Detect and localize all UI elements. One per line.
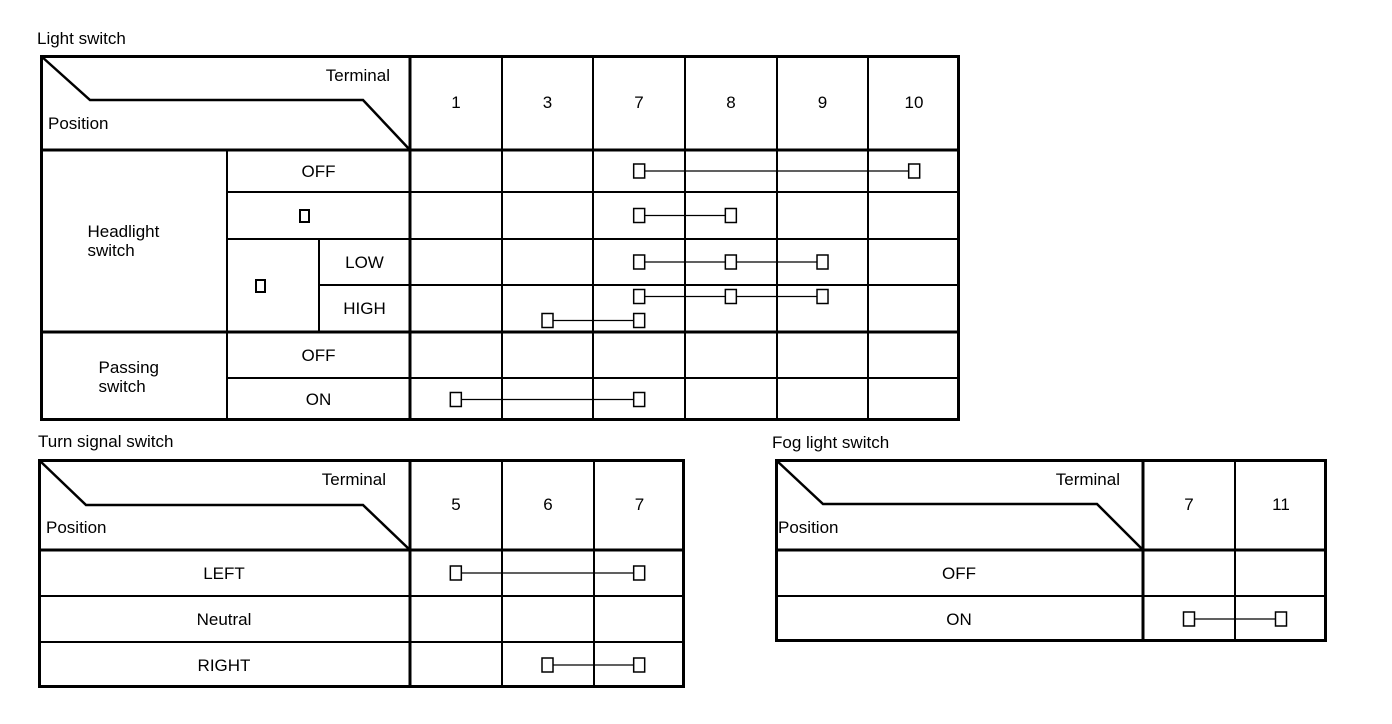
turn-signal-switch-table: Terminal Position 5 6 7 LEFT Neutral RIG…: [38, 459, 685, 688]
position-group-symbol: [227, 239, 319, 332]
terminal-column-header: 10: [904, 93, 924, 112]
terminal-connection-marker: [816, 254, 829, 270]
terminal-connection-marker: [632, 565, 646, 581]
position-label-right: RIGHT: [197, 655, 251, 675]
terminal-column-header: 11: [1272, 495, 1290, 514]
position-label-off: OFF: [942, 563, 976, 583]
turn-signal-grid-lines: [38, 459, 685, 688]
light-switch-title: Light switch: [37, 29, 126, 48]
corner-position-label: Position: [46, 518, 107, 537]
terminal-connection-marker: [632, 312, 646, 329]
corner-position-label: Position: [778, 518, 839, 537]
fog-light-switch-table: Terminal Position 7 11 OFF ON: [775, 459, 1327, 642]
terminal-connection-marker: [449, 391, 463, 408]
terminal-connection-marker: [632, 288, 646, 305]
terminal-column-header: 1: [451, 93, 461, 112]
turn-signal-switch-title: Turn signal switch: [38, 432, 174, 451]
header-diagonal-divider: [40, 55, 411, 151]
terminal-connection-marker: [724, 254, 738, 270]
light-switch-grid-lines: [40, 55, 960, 421]
terminal-connection-marker: [541, 312, 554, 329]
light-switch-table: Terminal Position 1 3 7 8 9 10 Headlight…: [40, 55, 960, 421]
terminal-connection-marker: [816, 288, 829, 305]
position-label-low: LOW: [345, 252, 384, 272]
terminal-connection-marker: [907, 163, 921, 179]
position-symbol-icon: [254, 278, 266, 293]
terminal-connection-marker: [632, 254, 646, 270]
terminal-column-header: 3: [542, 93, 553, 112]
fog-light-switch-title: Fog light switch: [772, 433, 890, 452]
terminal-connection-marker: [1182, 611, 1196, 627]
position-label-left: LEFT: [203, 563, 245, 583]
connection-markers-layer: [1182, 611, 1288, 627]
position-label-off: OFF: [301, 161, 336, 181]
terminal-connection-marker: [1274, 611, 1288, 627]
terminal-connection-marker: [724, 288, 738, 305]
connection-markers-layer: [449, 565, 646, 673]
position-label-on: ON: [305, 390, 332, 409]
corner-terminal-label: Terminal: [1055, 470, 1120, 489]
position-symbol-icon: [299, 208, 310, 223]
terminal-connection-marker: [724, 207, 738, 224]
fog-light-grid-lines: [775, 459, 1327, 642]
terminal-connection-marker: [632, 163, 646, 179]
terminal-connection-marker: [632, 207, 646, 224]
position-label-off: OFF: [301, 345, 336, 365]
terminal-connection-marker: [449, 565, 463, 581]
corner-terminal-label: Terminal: [325, 66, 390, 85]
group-label-headlight-switch: Headlight switch: [87, 222, 160, 260]
terminal-column-header: 5: [451, 495, 461, 514]
group-label-passing-switch: Passing switch: [98, 357, 159, 396]
terminal-connection-marker: [541, 657, 554, 673]
terminal-column-header: 7: [1184, 495, 1194, 514]
terminal-column-header: 7: [634, 495, 645, 514]
terminal-column-header: 6: [543, 495, 553, 514]
position-label-neutral: Neutral: [196, 609, 252, 629]
header-diagonal-divider: [775, 459, 1144, 551]
terminal-column-header: 9: [817, 93, 828, 112]
connection-markers-layer: [449, 163, 921, 408]
corner-terminal-label: Terminal: [321, 470, 386, 489]
position-row-symbol: [227, 192, 410, 239]
terminal-connection-marker: [632, 657, 646, 673]
terminal-connection-marker: [632, 391, 646, 408]
terminal-column-header: 8: [726, 93, 736, 112]
position-label-high: HIGH: [343, 299, 386, 318]
terminal-column-header: 7: [634, 93, 644, 112]
header-diagonal-divider: [38, 459, 411, 551]
corner-position-label: Position: [48, 114, 109, 133]
position-label-on: ON: [946, 609, 972, 629]
